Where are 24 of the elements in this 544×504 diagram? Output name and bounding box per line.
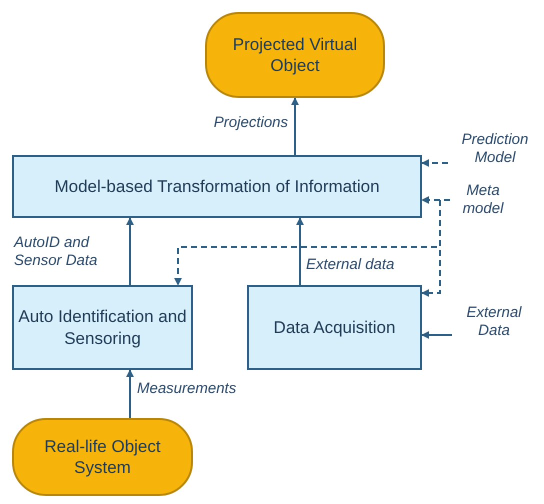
process-box <box>247 285 422 370</box>
node-label: Data Acquisition <box>274 316 396 338</box>
terminal-box <box>12 418 193 496</box>
arrow <box>126 369 134 418</box>
dashed-arrow <box>421 159 448 167</box>
input-label: External Data <box>465 304 523 340</box>
input-label: Meta model <box>462 182 505 218</box>
terminal-box <box>205 12 385 98</box>
arrow <box>126 217 134 285</box>
process-box <box>12 155 422 218</box>
edge-label: Measurements <box>137 380 238 398</box>
edge-label: External data <box>306 256 396 274</box>
node-label: Auto Identification and Sensoring <box>17 306 188 349</box>
dashed-arrow <box>421 199 450 297</box>
edge-label: Projections <box>212 114 288 132</box>
node-label: Model-based Transformation of Information <box>54 176 380 198</box>
edge-label: AutoID and Sensor Data <box>14 234 98 270</box>
arrow <box>296 217 304 285</box>
process-box <box>12 285 193 370</box>
input-label: Prediction Model <box>460 131 530 167</box>
node-label: Projected Virtual Object <box>232 34 358 76</box>
arrow <box>291 97 299 155</box>
node-label: Real-life Object System <box>43 436 162 478</box>
arrow <box>421 331 452 339</box>
